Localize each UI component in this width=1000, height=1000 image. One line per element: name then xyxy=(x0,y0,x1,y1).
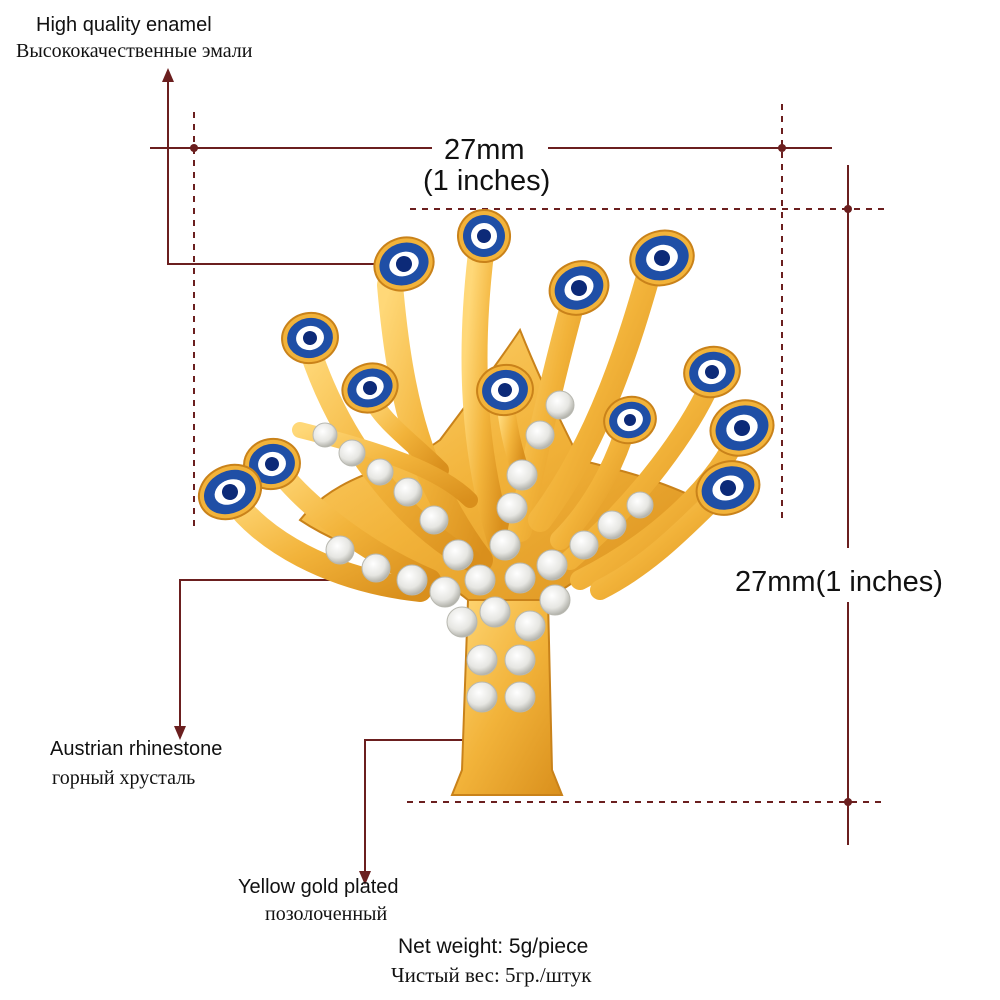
eye-charm xyxy=(476,363,534,417)
enamel-eyes xyxy=(197,209,775,521)
rhinestone-label-ru: горный хрусталь xyxy=(52,767,196,789)
eye-charm xyxy=(457,209,511,263)
width-label-mm: 27mm xyxy=(444,134,525,166)
rhinestone-leader xyxy=(179,579,410,728)
eye-charm xyxy=(281,311,339,365)
dimension-guides xyxy=(150,80,890,873)
plating-label-ru: позолоченный xyxy=(265,903,388,925)
enamel-label-en: High quality enamel xyxy=(36,14,212,36)
height-label: 27mm(1 inches) xyxy=(735,566,943,598)
eye-charm xyxy=(695,460,761,516)
enamel-leader xyxy=(167,80,404,265)
eye-charm xyxy=(683,345,741,399)
eye-charm xyxy=(709,399,775,457)
weight-label-ru: Чистый вес: 5гр./штук xyxy=(391,963,592,987)
rhinestones xyxy=(312,390,654,713)
eye-charm xyxy=(197,463,263,521)
width-label-inches: (1 inches) xyxy=(423,165,551,197)
eye-charm xyxy=(603,395,657,445)
plating-label-en: Yellow gold plated xyxy=(238,876,399,898)
rhinestone-label-en: Austrian rhinestone xyxy=(50,738,223,760)
eye-charm xyxy=(373,236,435,292)
eye-charm xyxy=(548,260,610,316)
eye-charm xyxy=(341,362,399,414)
weight-label-en: Net weight: 5g/piece xyxy=(398,935,589,958)
plating-leader xyxy=(364,739,510,873)
enamel-label-ru: Высококачественные эмали xyxy=(16,40,253,62)
eye-charm xyxy=(629,229,695,287)
